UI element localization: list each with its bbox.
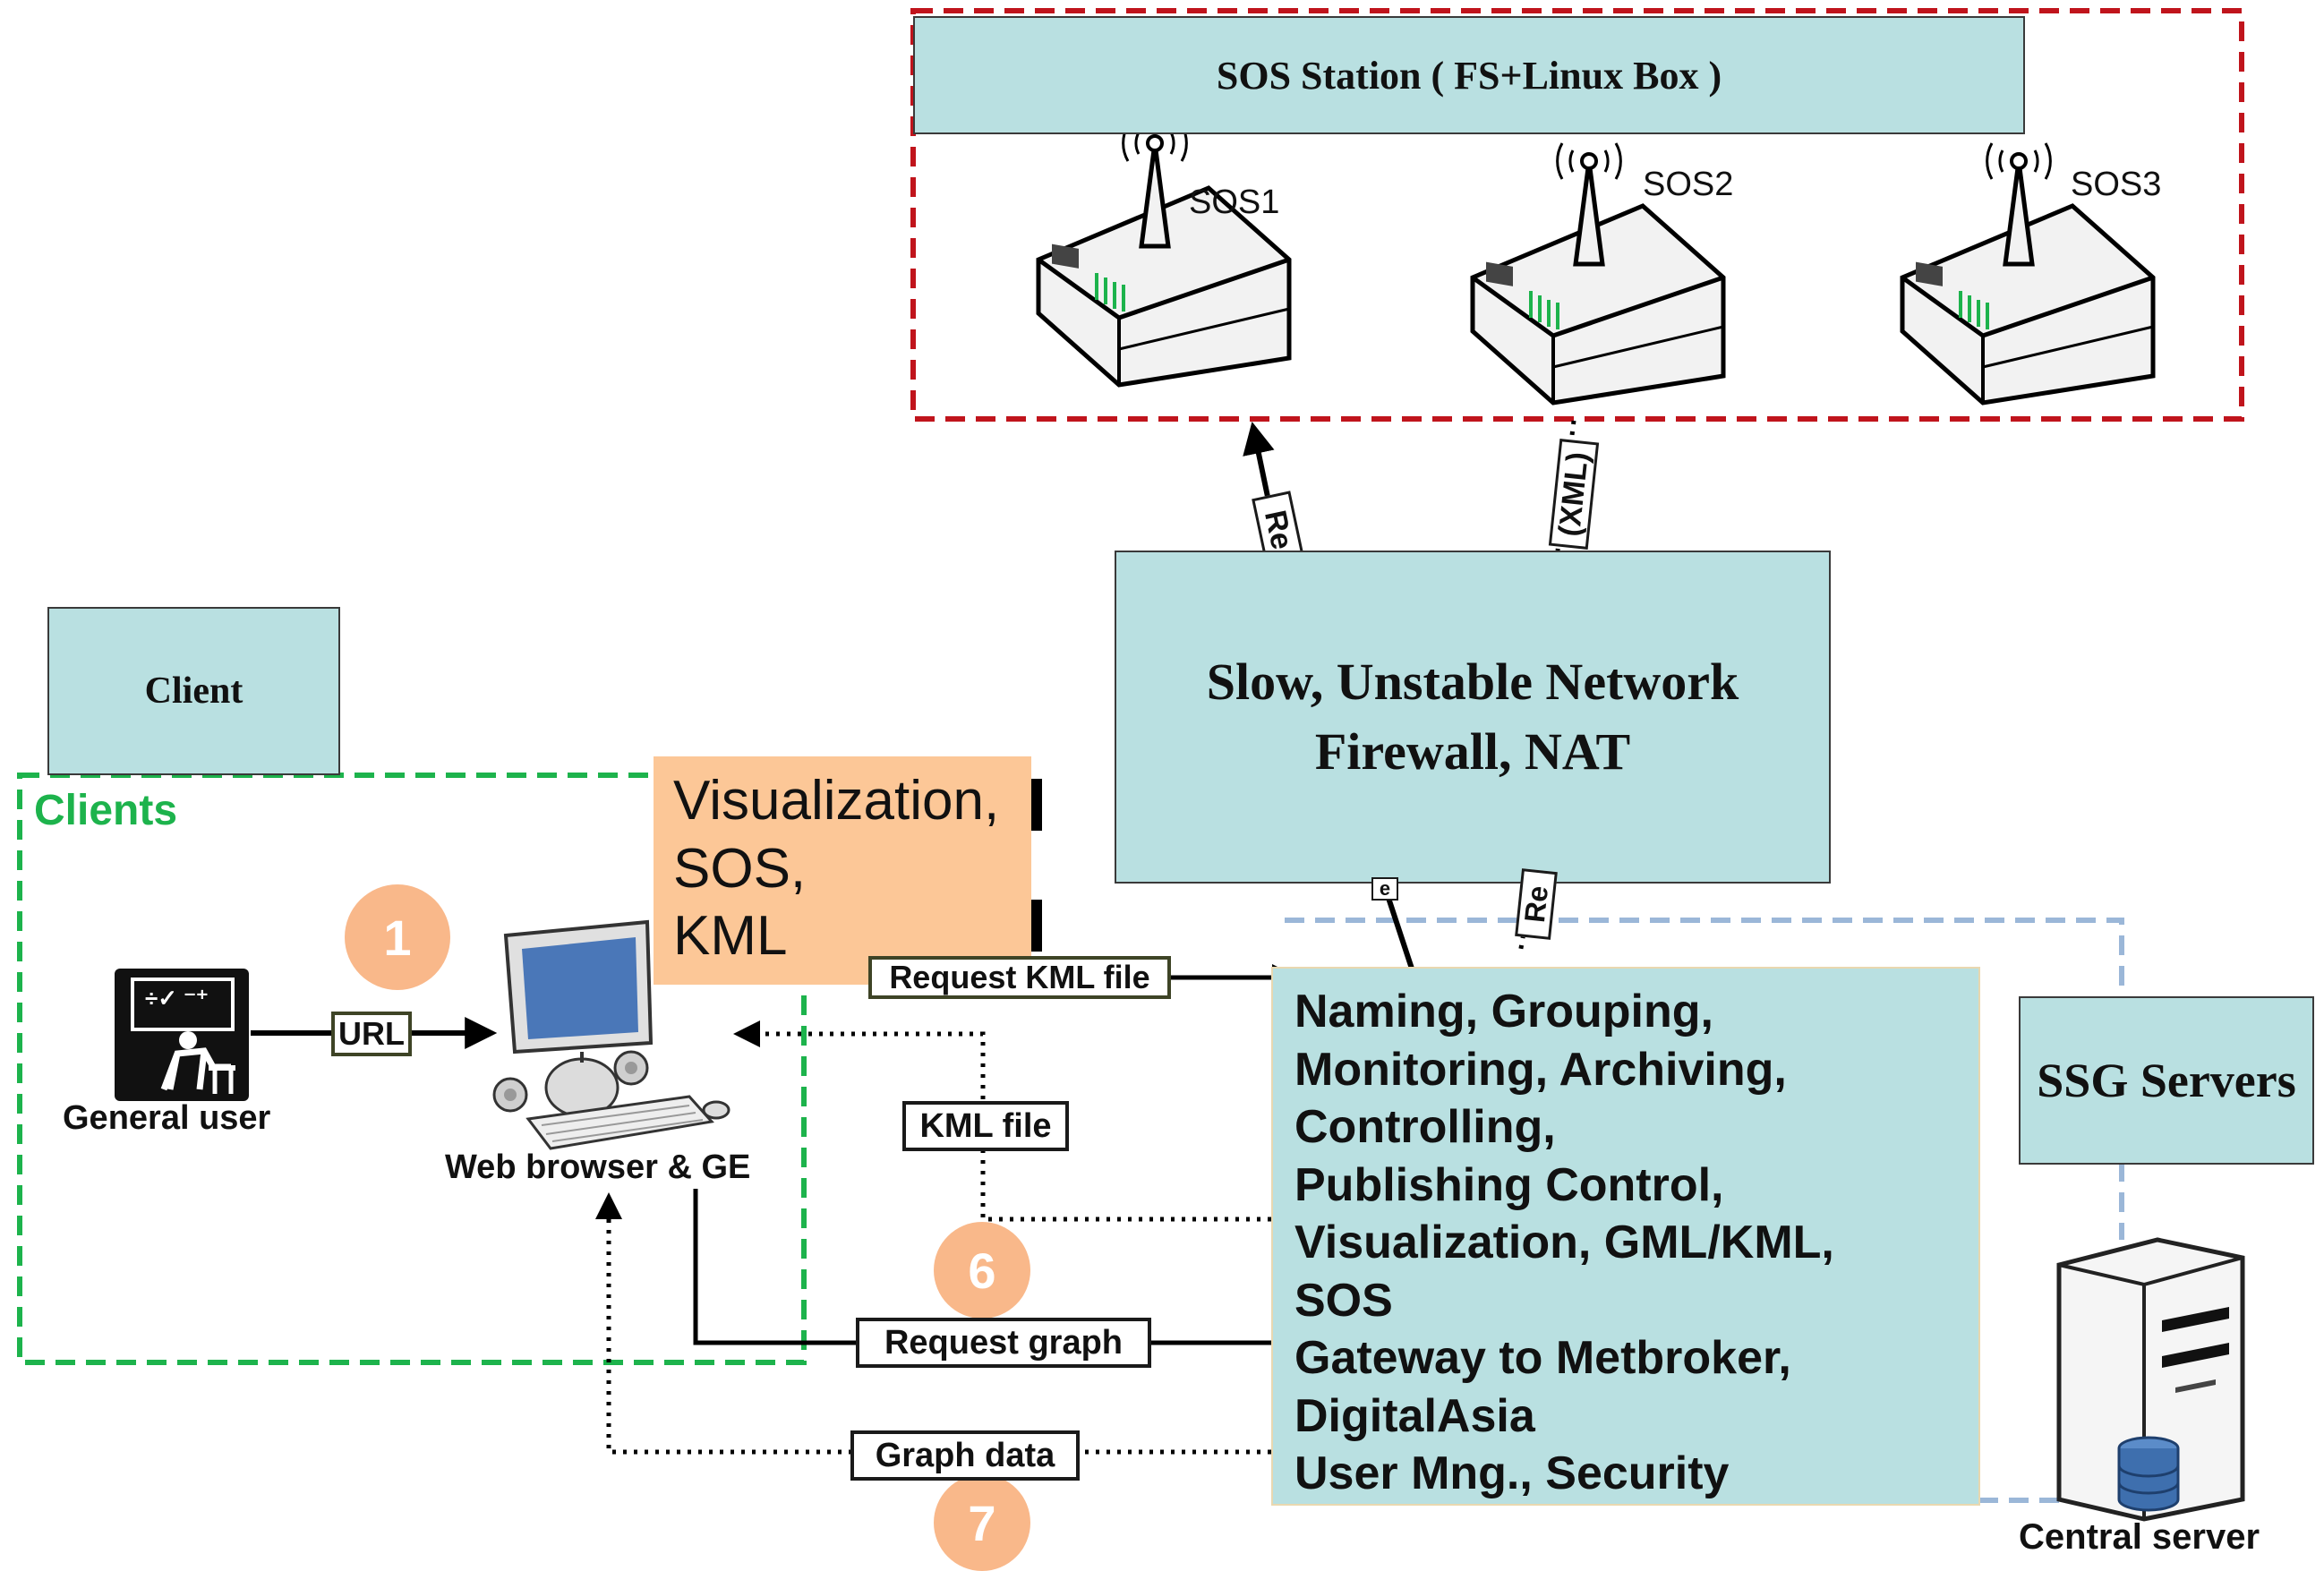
ssg-function-item: Visualization, GML/KML,: [1294, 1217, 1834, 1268]
ssg-function-item: Monitoring, Archiving,: [1294, 1043, 1787, 1096]
web-browser-label: Web browser & GE: [445, 1148, 751, 1186]
ssg-function-item: Controlling,: [1294, 1101, 1556, 1153]
network-box: Slow, Unstable Network Firewall, NAT: [1115, 551, 1831, 884]
kml-file-label: KML file: [902, 1101, 1069, 1151]
sos-station-boundary: [910, 8, 2244, 422]
sos-station-title: SOS Station ( FS+Linux Box ): [1216, 53, 1722, 98]
ssg-function-item: Publishing Control,: [1294, 1158, 1724, 1211]
computer-icon: [492, 919, 731, 1150]
clients-boundary: [17, 773, 807, 1365]
graph-data-label: Graph data: [850, 1430, 1080, 1481]
sos-station-title-box: SOS Station ( FS+Linux Box ): [913, 16, 2025, 134]
ssg-function-item: User Mng., Security: [1294, 1447, 1730, 1499]
ssg-servers-title-box: SSG Servers: [2019, 996, 2314, 1165]
step-7-badge: 7: [934, 1474, 1030, 1571]
clients-group-label: Clients: [34, 787, 178, 834]
sos1-label: SOS1: [1189, 184, 1280, 221]
visualization-line-2: SOS,: [673, 837, 807, 900]
general-user-label: General user: [63, 1099, 271, 1137]
network-link-label-bottom-right: Re: [1515, 868, 1558, 940]
vis-box-tick-bottom: [1030, 900, 1042, 952]
network-link-label-bottom-left: e: [1371, 877, 1398, 901]
svg-text:÷✓ ⁻⁺: ÷✓ ⁻⁺: [145, 985, 209, 1012]
ssg-boundary: [1285, 918, 2124, 998]
network-line-2: Firewall, NAT: [1314, 722, 1631, 781]
router-icon: [1470, 142, 1726, 406]
client-title: Client: [144, 670, 244, 712]
router-icon: [1900, 142, 2156, 406]
sos2-label: SOS2: [1643, 166, 1734, 203]
ssg-function-item: Gateway to Metbroker,: [1294, 1332, 1791, 1384]
url-label: URL: [331, 1012, 412, 1056]
step-1-badge: 1: [345, 884, 450, 990]
general-user-icon: ÷✓ ⁻⁺: [115, 969, 249, 1101]
request-graph-label: Request graph: [856, 1318, 1151, 1368]
ssg-function-item: SOS: [1294, 1274, 1393, 1327]
vis-box-tick-top: [1030, 779, 1042, 831]
visualization-line-3: KML: [673, 905, 788, 968]
request-kml-label: Request KML file: [868, 956, 1171, 999]
ssg-function-item: DigitalAsia: [1294, 1389, 1535, 1442]
visualization-line-1: Visualization,: [673, 770, 1000, 832]
router-icon: [1036, 124, 1292, 388]
client-title-box: Client: [47, 607, 340, 775]
central-server-label: Central server: [2019, 1517, 2260, 1557]
ssg-servers-title: SSG Servers: [2037, 1054, 2296, 1107]
ssg-function-item: Naming, Grouping,: [1294, 986, 1713, 1037]
sos3-label: SOS3: [2071, 166, 2162, 203]
visualization-box: Visualization, SOS, KML: [654, 756, 1031, 985]
ssg-functions-box: Naming, Grouping, Monitoring, Archiving,…: [1271, 967, 1980, 1506]
network-line-1: Slow, Unstable Network: [1206, 652, 1739, 711]
central-server-icon: [2056, 1237, 2245, 1522]
step-6-badge: 6: [934, 1222, 1030, 1319]
